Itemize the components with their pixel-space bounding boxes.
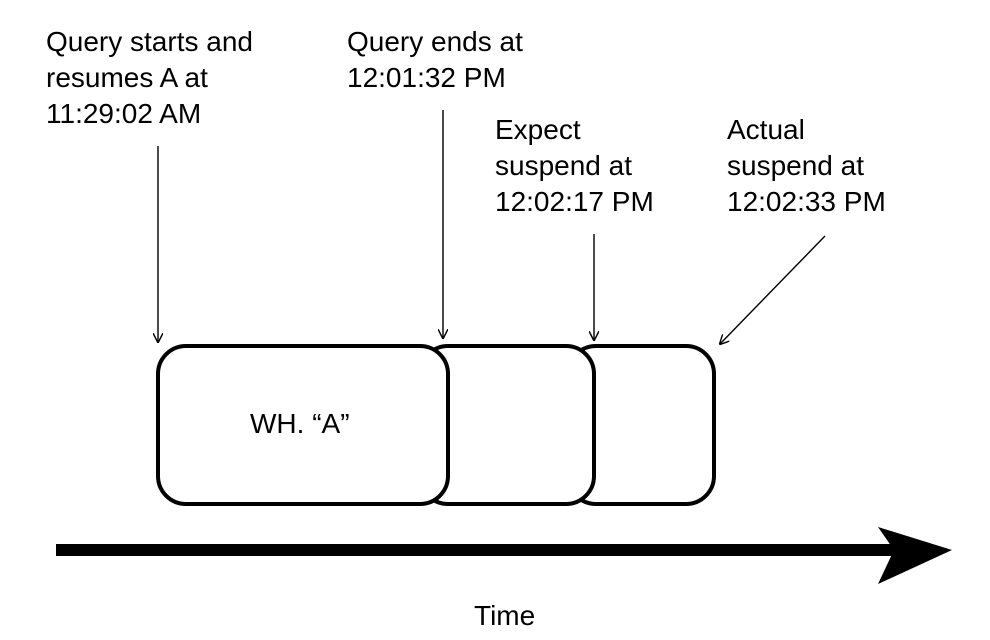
time-axis-label: Time xyxy=(474,600,536,631)
warehouse-label: WH. “A” xyxy=(250,408,350,439)
expect-suspend-label: Expect suspend at 12:02:17 PM xyxy=(495,114,654,217)
time-axis-arrowhead xyxy=(878,527,952,584)
time-axis-shaft xyxy=(56,544,894,556)
actual-suspend-arrow xyxy=(720,235,826,344)
segment-warehouse-a xyxy=(156,344,450,506)
query-end-label: Query ends at 12:01:32 PM xyxy=(347,26,523,93)
query-start-label: Query starts and resumes A at 11:29:02 A… xyxy=(46,26,253,129)
actual-suspend-label: Actual suspend at 12:02:33 PM xyxy=(727,114,886,217)
